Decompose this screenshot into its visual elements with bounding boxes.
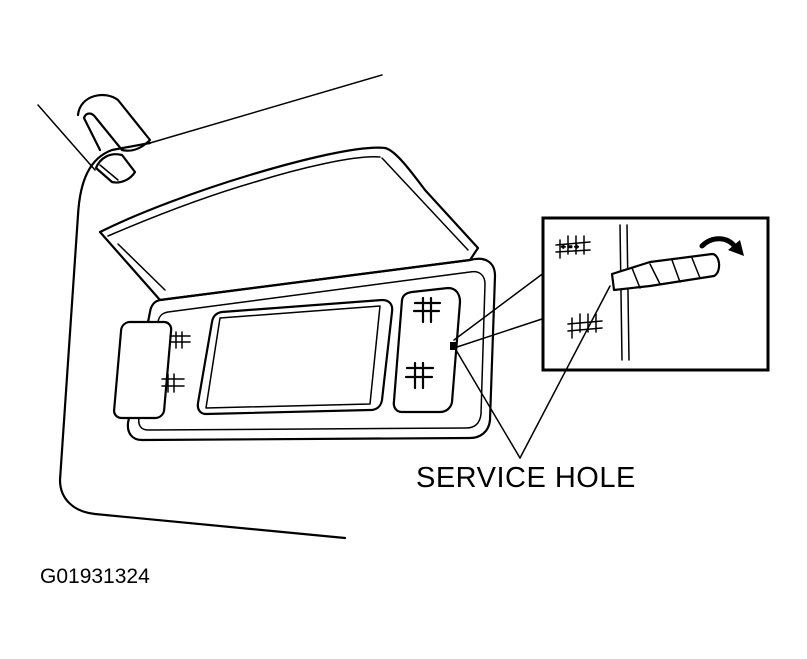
figure-id: G01931324: [40, 565, 150, 588]
sun-visor-body: [58, 141, 347, 540]
service-hole-label: SERVICE HOLE: [416, 462, 636, 494]
headliner-lines: [37, 74, 383, 171]
service-hole-detail-inset: ⁺⁼⁺: [541, 216, 770, 372]
visor-hinge-icon: [76, 93, 152, 184]
service-hole-marker: [450, 271, 546, 350]
left-lamp: [112, 320, 191, 420]
mirror-glass: [196, 298, 394, 416]
rotation-arrow-icon: [699, 236, 744, 256]
mirror-cover-flap: [98, 146, 480, 302]
mirror-frame: [126, 257, 497, 442]
svg-text:⁺⁼⁺: ⁺⁼⁺: [560, 244, 580, 256]
right-lamp: [392, 286, 462, 414]
service-hole-leader-lines: [455, 285, 611, 459]
screwdriver-icon: [610, 252, 721, 292]
